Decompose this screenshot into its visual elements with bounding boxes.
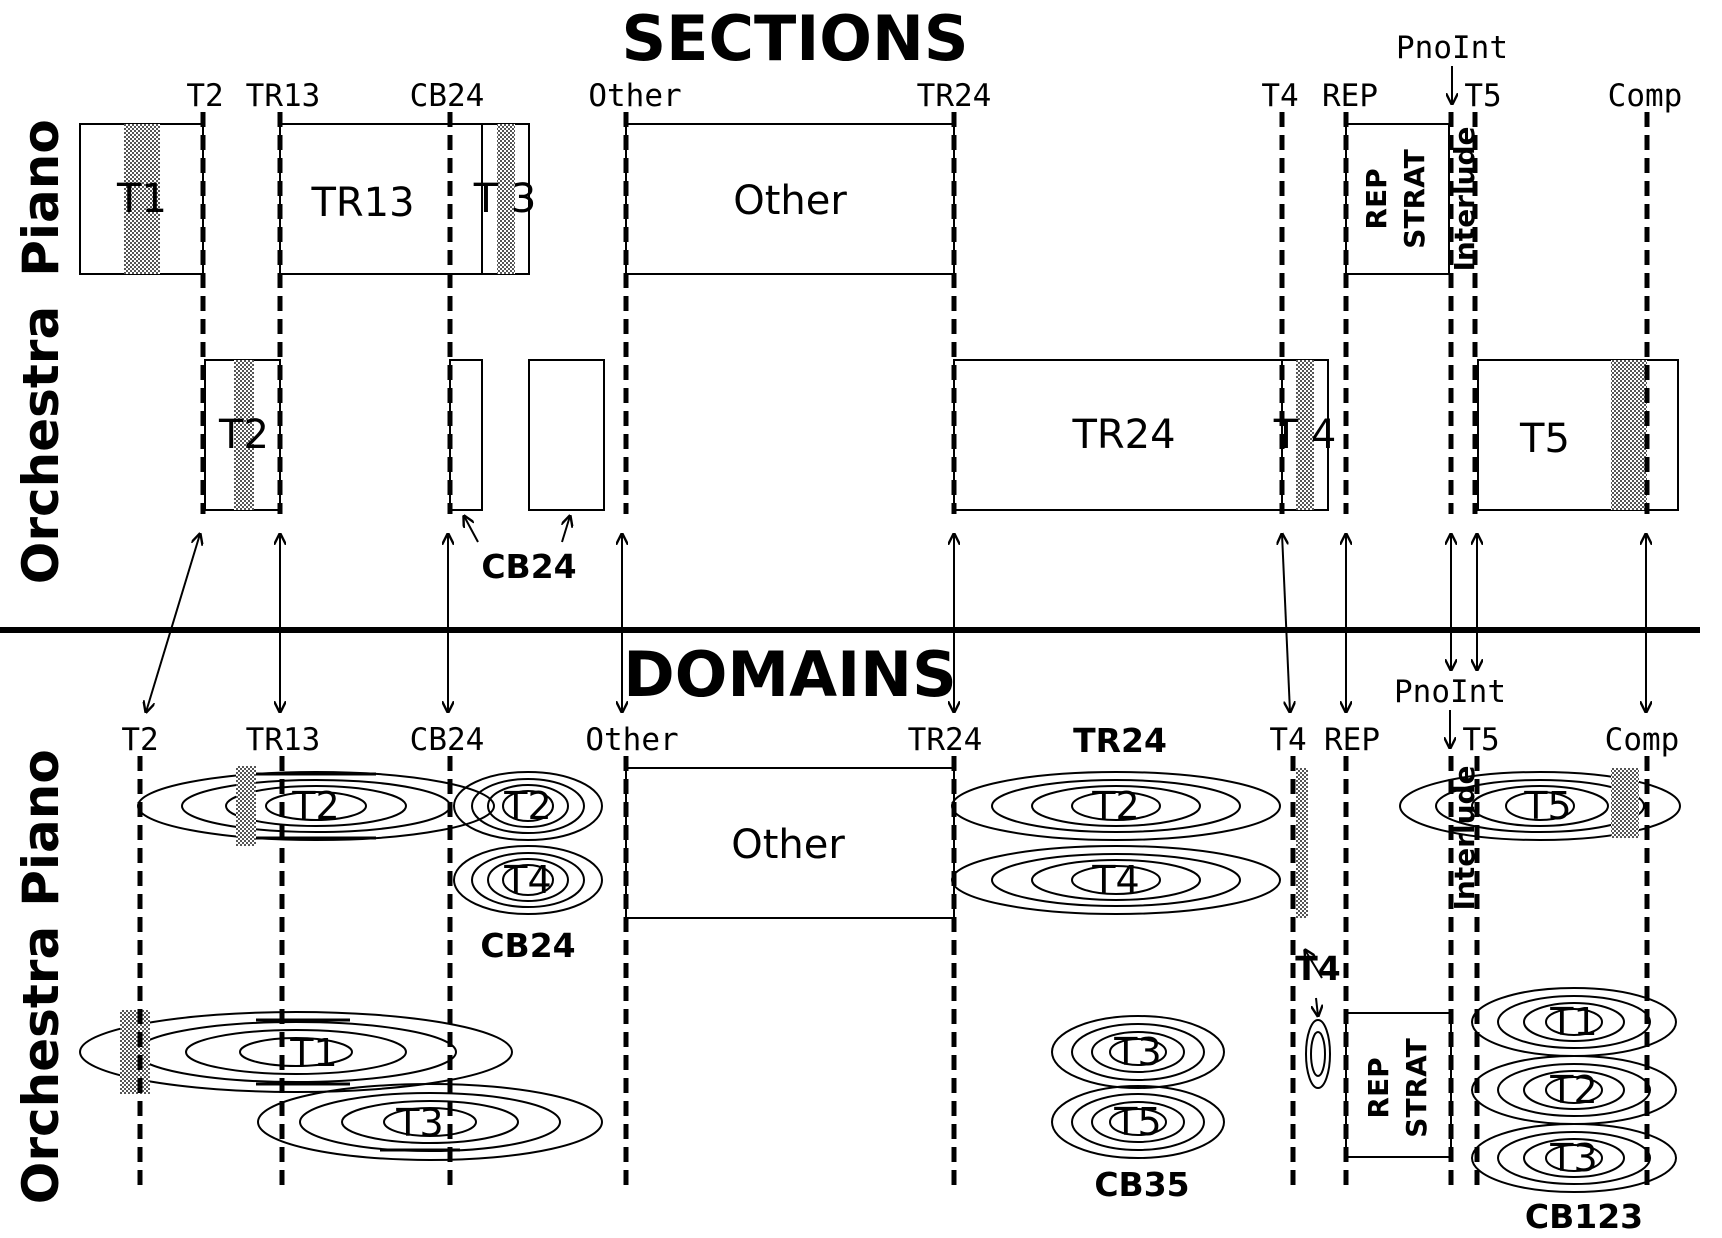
domain-piano-cb24-t2-label: T2 xyxy=(503,784,551,828)
section-cb24-arrow-a xyxy=(464,516,479,543)
section-cb24-arrow-b xyxy=(561,516,570,543)
sections-orchestra-blocks: T2 TR24 T 4 T5 CB24 xyxy=(204,359,1679,586)
section-t2-shading xyxy=(234,360,254,510)
domain-block-rep-strat xyxy=(1345,1012,1452,1158)
section-t3-shading xyxy=(497,124,515,274)
sections-marker-labels: T2 TR13 CB24 Other TR24 T4 REP T5 Comp P… xyxy=(186,30,1682,114)
section-t4-shading xyxy=(1296,360,1314,510)
domain-rep-label: REP xyxy=(1362,1057,1395,1118)
section-marker-tr24: TR24 xyxy=(917,78,992,114)
domain-pnoint-label: PnoInt xyxy=(1394,674,1506,710)
section-interlude-label: Interlude xyxy=(1448,126,1481,271)
domain-block-other-label: Other xyxy=(731,822,845,868)
section-domain-connectors xyxy=(146,534,1646,712)
domain-orch-cb123-t1-label: T1 xyxy=(1549,1000,1597,1044)
domains-labels: T2 T2 T4 CB24 Other T2 T4 T5 Interlude T… xyxy=(289,765,1643,1236)
domains-title: DOMAINS xyxy=(623,638,956,711)
section-marker-t2: T2 xyxy=(186,78,223,114)
domain-piano-cb24 xyxy=(453,771,603,915)
domain-interlude-label: Interlude xyxy=(1448,765,1481,910)
section-block-tr13-label: TR13 xyxy=(310,180,414,226)
domain-orch-t4-small xyxy=(1305,950,1331,1089)
sections-title: SECTIONS xyxy=(621,2,968,75)
domain-piano-t2-label: T2 xyxy=(291,784,339,828)
domain-cb35-label: CB35 xyxy=(1094,1165,1189,1204)
domains-boundaries xyxy=(137,756,1650,1192)
domain-cb123-label: CB123 xyxy=(1525,1197,1643,1236)
domain-marker-t5: T5 xyxy=(1462,722,1499,758)
section-strat-label: STRAT xyxy=(1398,149,1431,248)
connector-t2 xyxy=(146,534,200,712)
domains-row-piano: Piano xyxy=(12,749,70,906)
domains-orchestra-region xyxy=(79,950,1677,1193)
domain-t4-callout: T4 xyxy=(1295,949,1340,988)
domain-piano-t5 xyxy=(1399,768,1681,841)
domains-row-orchestra: Orchestra xyxy=(12,926,70,1204)
sections-row-piano: Piano xyxy=(12,119,70,276)
section-marker-t5: T5 xyxy=(1464,78,1501,114)
section-block-cb24-a xyxy=(449,359,483,511)
section-marker-rep: REP xyxy=(1322,78,1378,114)
section-marker-tr13: TR13 xyxy=(246,78,321,114)
domain-piano-tr24-t2-label: T2 xyxy=(1091,784,1139,828)
domain-block-other xyxy=(625,767,955,919)
domain-cb24-label: CB24 xyxy=(480,926,575,965)
domain-orch-cb35-t3-label: T3 xyxy=(1113,1030,1161,1074)
sections-row-orchestra: Orchestra xyxy=(12,306,70,584)
section-block-cb24-b xyxy=(528,359,605,511)
section-divider xyxy=(0,627,1700,633)
domain-orch-cb123-t2-label: T2 xyxy=(1549,1068,1597,1112)
domain-marker-tr13: TR13 xyxy=(246,722,321,758)
section-t1-shading xyxy=(124,124,160,274)
domain-orch-cb123 xyxy=(1471,987,1677,1193)
section-block-other-label: Other xyxy=(733,178,847,224)
section-block-t1-label: T1 xyxy=(116,176,167,222)
domain-orch-t3 xyxy=(257,1083,603,1161)
domain-marker-comp: Comp xyxy=(1605,722,1680,758)
section-pnoint-label: PnoInt xyxy=(1396,30,1508,66)
section-marker-cb24: CB24 xyxy=(410,78,485,114)
section-block-t2-label: T2 xyxy=(218,412,269,458)
section-marker-comp: Comp xyxy=(1608,78,1683,114)
section-marker-other: Other xyxy=(588,78,681,114)
section-rep-label: REP xyxy=(1360,168,1393,229)
domain-marker-rep: REP xyxy=(1324,722,1380,758)
section-block-tr24-label: TR24 xyxy=(1071,412,1175,458)
domain-orch-cb35-t5-label: T5 xyxy=(1113,1100,1161,1144)
domain-orch-t3-label: T3 xyxy=(395,1101,443,1145)
domain-orch-t1-label: T1 xyxy=(289,1031,337,1075)
domain-piano-t5-label: T5 xyxy=(1523,784,1571,828)
domain-orch-cb35 xyxy=(1051,1015,1225,1159)
domain-tr24-heading: TR24 xyxy=(1073,721,1167,760)
sections-piano-blocks: T1 TR13 T 3 Other REP STRAT Interlude xyxy=(79,123,1481,275)
domain-marker-other: Other xyxy=(585,722,678,758)
domain-marker-t2: T2 xyxy=(121,722,158,758)
domain-marker-t4: T4 xyxy=(1269,722,1306,758)
connector-t4 xyxy=(1282,534,1290,712)
section-block-rep-strat xyxy=(1345,123,1450,275)
domains-piano-region xyxy=(137,766,1681,919)
domain-marker-cb24: CB24 xyxy=(410,722,485,758)
domain-piano-cb24-t4-label: T4 xyxy=(503,858,551,902)
domain-orch-cb123-t3-label: T3 xyxy=(1549,1136,1597,1180)
section-cb24-callout: CB24 xyxy=(481,547,576,586)
sections-boundaries xyxy=(200,112,1650,514)
domain-marker-tr24: TR24 xyxy=(908,722,983,758)
section-marker-t4: T4 xyxy=(1261,78,1298,114)
section-t5-shading xyxy=(1611,360,1647,510)
domains-marker-labels: T2 TR13 CB24 Other TR24 T4 REP T5 Comp P… xyxy=(121,674,1679,760)
domain-strat-label: STRAT xyxy=(1400,1038,1433,1137)
section-block-t3-label: T 3 xyxy=(473,176,537,222)
section-block-other xyxy=(625,123,955,275)
section-block-tr24 xyxy=(953,359,1329,511)
section-block-t5-label: T5 xyxy=(1519,416,1570,462)
domain-orch-t1 xyxy=(79,1010,513,1094)
domain-piano-tr24-t4-label: T4 xyxy=(1091,858,1139,902)
